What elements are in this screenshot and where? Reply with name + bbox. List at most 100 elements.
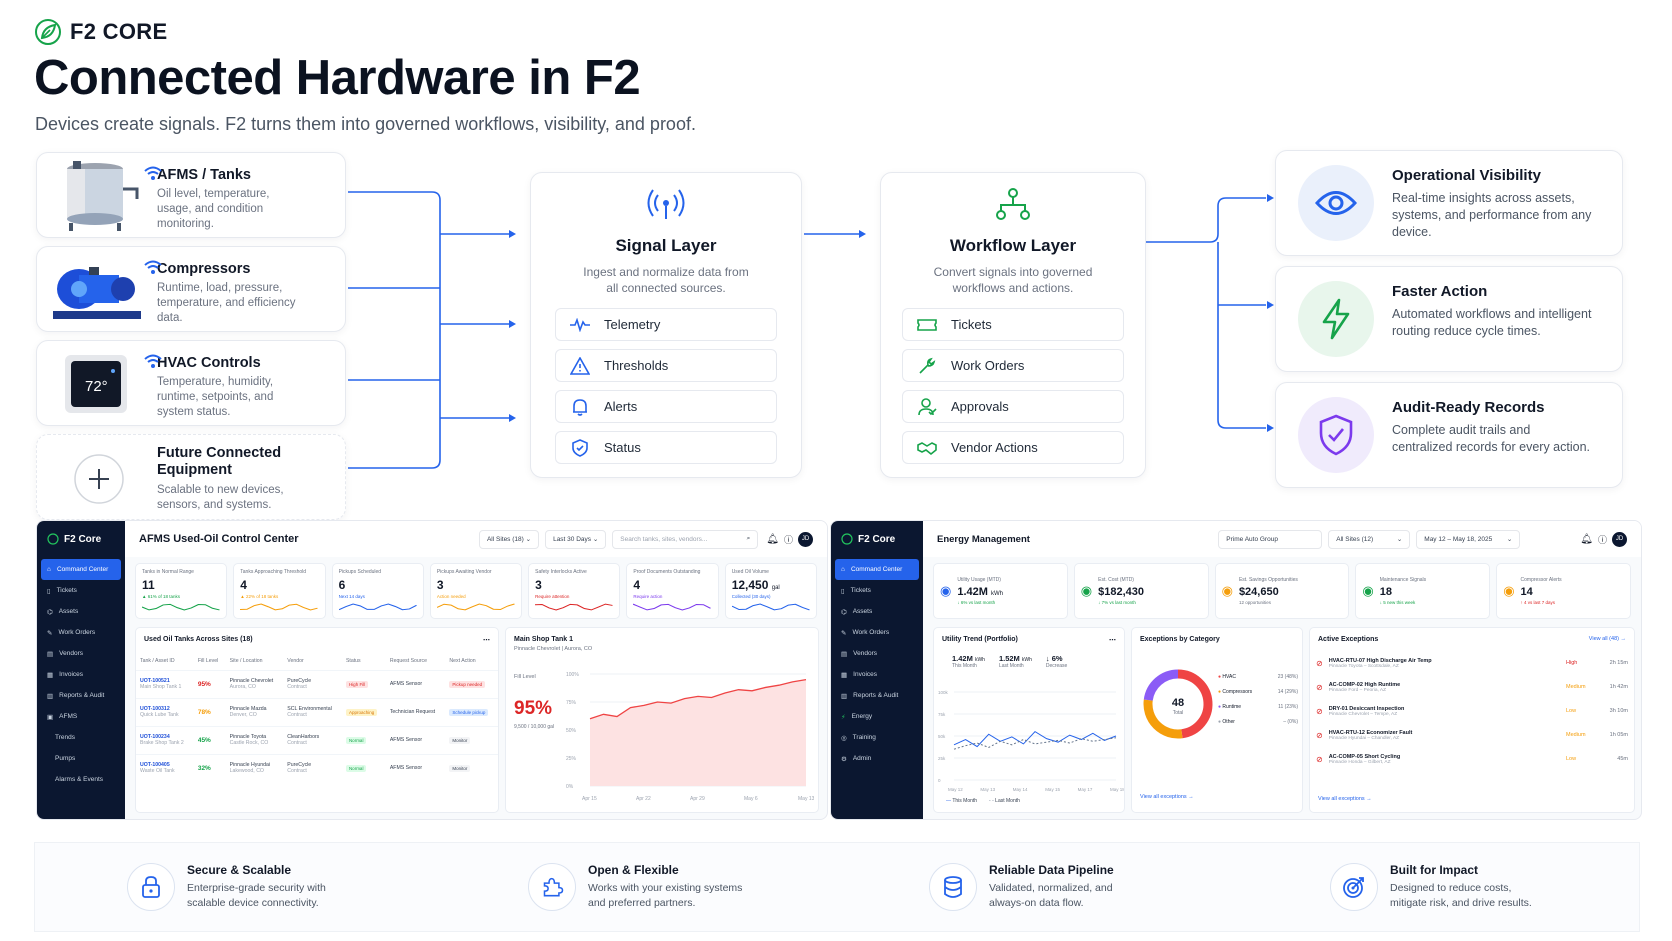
nav-vendors[interactable]: ▤Vendors <box>37 643 125 664</box>
help-icon[interactable]: ⓘ <box>1597 534 1607 545</box>
bell-icon[interactable]: 🔔︎ <box>1580 533 1593 545</box>
table-header[interactable]: Tank / Asset ID <box>140 657 175 664</box>
view-exceptions-link[interactable]: View all exceptions → <box>1318 796 1372 802</box>
dash-logo-text: F2 Core <box>64 533 102 545</box>
signal-item-alerts[interactable]: Alerts <box>555 390 777 423</box>
nav-reports[interactable]: ▥Reports & Audit <box>831 685 923 706</box>
more-icon[interactable]: ⋯ <box>483 637 490 644</box>
next-action-cell[interactable]: Schedule pickup <box>445 698 498 726</box>
database-icon <box>929 863 977 911</box>
afms-header: AFMS Used-Oil Control Center All Sites (… <box>125 521 827 557</box>
bell-icon[interactable]: 🔔︎ <box>766 533 779 545</box>
avatar[interactable]: JD <box>798 531 813 547</box>
nav-alarms[interactable]: Alarms & Events <box>37 769 125 790</box>
invoice-icon: ▦ <box>47 671 54 679</box>
signal-item-label: Alerts <box>604 399 638 414</box>
nav-command-center[interactable]: ⌂Command Center <box>41 559 121 580</box>
nav-tickets[interactable]: ▯Tickets <box>37 580 125 601</box>
site-filter[interactable]: All Sites (18) ⌄ <box>478 529 540 549</box>
nav-command-center[interactable]: ⌂Command Center <box>835 559 919 580</box>
series-line <box>953 730 1117 748</box>
avatar[interactable]: JD <box>1612 531 1627 547</box>
signal-item-label: Status <box>604 440 641 455</box>
nav-label: Command Center <box>850 566 903 573</box>
nav-energy[interactable]: ⚡︎Energy <box>831 706 923 727</box>
nav-work-orders[interactable]: ✎Work Orders <box>831 622 923 643</box>
workflow-item-approvals[interactable]: Approvals <box>902 390 1124 423</box>
shield-check-icon <box>572 438 588 457</box>
org-filter[interactable]: Prime Auto Group <box>1218 529 1323 549</box>
nav-label: Trends <box>55 734 75 741</box>
signal-item-telemetry[interactable]: Telemetry <box>555 308 777 341</box>
nav-invoices[interactable]: ▦Invoices <box>37 664 125 685</box>
nav-work-orders[interactable]: ✎Work Orders <box>37 622 125 643</box>
kpi-card: ◉Est. Cost (MTD) $182,430 ↓ 7% vs last m… <box>1073 563 1209 619</box>
nav-vendors[interactable]: ▤Vendors <box>831 643 923 664</box>
view-all-link[interactable]: View all (48) → <box>1588 636 1626 642</box>
signal-layer-desc: Ingest and normalize data from all conne… <box>583 265 749 295</box>
table-header[interactable]: Site / Location <box>229 657 263 664</box>
help-icon[interactable]: ⓘ <box>783 534 793 545</box>
kpi-card: ◉Maintenance Signals 18 ↓ 5 new this wee… <box>1355 563 1491 619</box>
date-range-filter[interactable]: May 12 – May 18, 2025⌄ <box>1416 529 1521 549</box>
nav-pumps[interactable]: Pumps <box>37 748 125 769</box>
next-action-cell[interactable]: Monitor <box>445 726 498 754</box>
workflow-item-work-orders[interactable]: Work Orders <box>902 349 1124 382</box>
table-header[interactable]: Fill Level <box>197 657 219 664</box>
signal-item-thresholds[interactable]: Thresholds <box>555 349 777 382</box>
table-header[interactable]: Request Source <box>389 657 428 664</box>
filter-label: All Sites (18) <box>486 535 524 543</box>
nav-trends[interactable]: Trends <box>37 727 125 748</box>
leaf-logo-icon <box>35 19 61 45</box>
nav-assets[interactable]: ⌬Assets <box>37 601 125 622</box>
feature-desc-1: Works with your existing systems <box>588 882 743 894</box>
signal-item-status[interactable]: Status <box>555 431 777 464</box>
workflow-item-vendor-actions[interactable]: Vendor Actions <box>902 431 1124 464</box>
kpi-value: 1.42M kWh <box>957 586 1003 598</box>
nav-admin[interactable]: ⚙︎Admin <box>831 748 923 769</box>
nav-invoices[interactable]: ▦Invoices <box>831 664 923 685</box>
nav-reports[interactable]: ▥Reports & Audit <box>37 685 125 706</box>
nav-label: Reports & Audit <box>59 692 105 699</box>
nav-afms[interactable]: ▣AFMS <box>37 706 125 727</box>
next-action-cell[interactable]: Monitor <box>445 754 498 782</box>
tank-detail-panel: Main Shop Tank 1 Pinnacle Chevrolet | Au… <box>505 627 819 813</box>
trend-legend: — This Month- - Last Month <box>946 798 1020 804</box>
date-filter[interactable]: Last 30 Days ⌄ <box>545 529 607 549</box>
table-header[interactable]: Status <box>345 657 361 664</box>
search-input[interactable]: Search tanks, sites, vendors...⌕ <box>612 529 759 549</box>
nav-assets[interactable]: ⌬Assets <box>831 601 923 622</box>
status-cell: Normal <box>342 754 386 782</box>
view-exceptions-link[interactable]: View all exceptions → <box>1140 794 1194 800</box>
legend-item: - - Last Month <box>989 798 1020 804</box>
feature-title: Secure & Scalable <box>187 863 292 877</box>
workflow-item-tickets[interactable]: Tickets <box>902 308 1124 341</box>
y-tick-label: 75k <box>938 712 946 717</box>
energy-title: Energy Management <box>937 533 1030 545</box>
table-header[interactable]: Next Action <box>449 657 476 664</box>
nav-training[interactable]: ◎Training <box>831 727 923 748</box>
nav-tickets[interactable]: ▯Tickets <box>831 580 923 601</box>
donut-slice <box>1177 669 1213 739</box>
plus-icon[interactable] <box>49 441 145 513</box>
next-action-cell[interactable]: Pickup needed <box>445 670 498 698</box>
table-header[interactable]: Vendor <box>287 657 304 664</box>
more-icon[interactable]: ⋯ <box>1109 637 1116 644</box>
site-filter[interactable]: All Sites (12)⌄ <box>1328 529 1411 549</box>
